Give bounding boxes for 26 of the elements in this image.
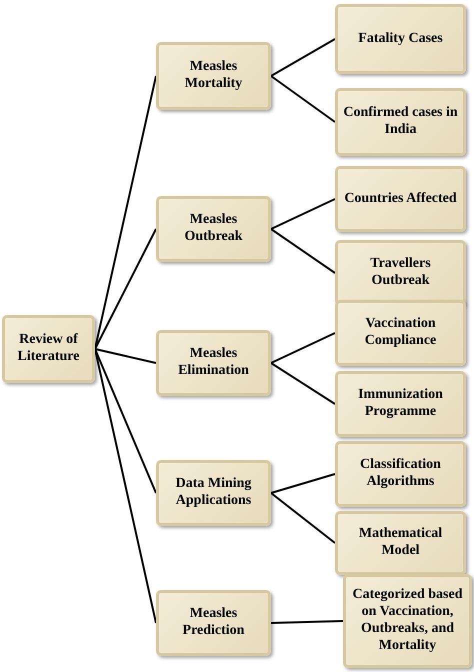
connector-line xyxy=(94,348,157,494)
topic-box: Countries Affected xyxy=(335,166,466,232)
topic-box: Classification Algorithms xyxy=(335,441,466,507)
connector-line xyxy=(270,620,344,624)
connector-line xyxy=(94,348,156,364)
connector-line xyxy=(270,492,336,544)
connector-line xyxy=(270,198,336,230)
topic-box: Review of Literature xyxy=(2,315,95,383)
topic-box: Measles Elimination xyxy=(156,330,271,396)
topic-box: Vaccination Compliance xyxy=(335,300,466,366)
topic-box: Measles Prediction xyxy=(156,590,271,656)
topic-box: Immunization Programme xyxy=(335,371,466,437)
topic-box: Mathematical Model xyxy=(335,511,466,575)
connector-line xyxy=(270,38,336,77)
connector-line xyxy=(270,473,336,494)
topic-box: Categorized based on Vaccination, Outbreaks, and Mortality xyxy=(343,574,472,668)
connector-line xyxy=(94,228,157,350)
connector-line xyxy=(270,362,336,405)
topic-box: Measles Outbreak xyxy=(156,196,271,262)
topic-box: Confirmed cases in India xyxy=(335,88,466,156)
topic-box: Measles Mortality xyxy=(156,42,271,110)
topic-box: Data Mining Applications xyxy=(156,460,271,526)
connector-line xyxy=(270,332,336,364)
connector-line xyxy=(270,228,336,274)
topic-box: Fatality Cases xyxy=(335,4,466,74)
connector-line xyxy=(270,75,336,123)
